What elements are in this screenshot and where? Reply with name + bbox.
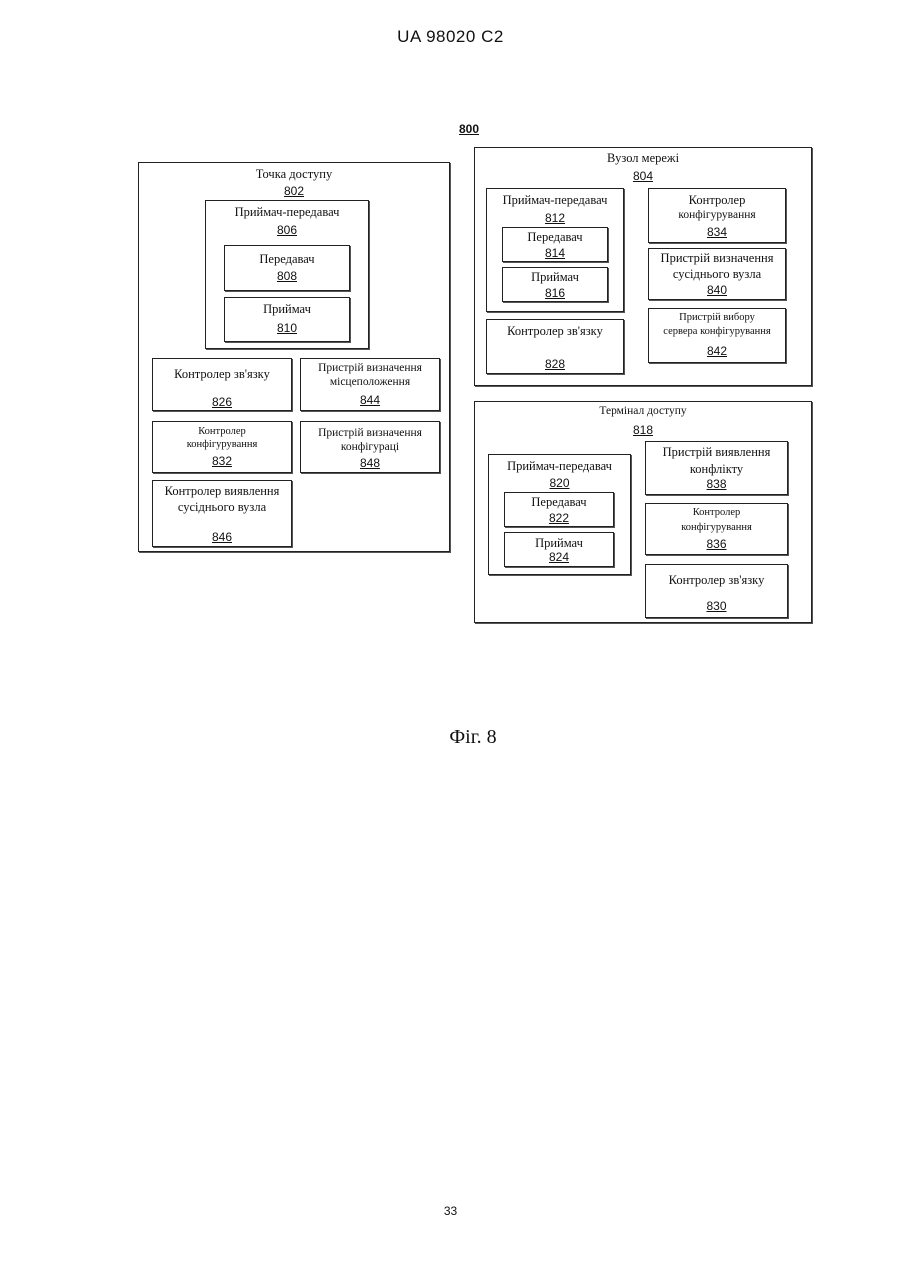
nn-link-controller-title: Контролер зв'язку: [487, 324, 623, 338]
at-receiver-number: 824: [505, 550, 613, 564]
page-number: 33: [0, 1204, 901, 1218]
ap-link-controller-block: Контролер зв'язку 826: [152, 358, 292, 411]
at-link-controller-block: Контролер зв'язку 830: [645, 564, 788, 618]
ap-receiver-number: 810: [225, 321, 349, 335]
at-transceiver-title: Приймач-передавач: [489, 459, 630, 473]
nn-receiver-number: 816: [503, 286, 607, 300]
access-point-number: 802: [139, 184, 449, 198]
nn-server-select-device-title-1: Пристрій вибору: [649, 312, 785, 324]
at-transmitter-number: 822: [505, 511, 613, 525]
ap-link-controller-title: Контролер зв'язку: [153, 367, 291, 381]
ap-config-device-block: Пристрій визначення конфігураці 848: [300, 421, 440, 473]
at-link-controller-title: Контролер зв'язку: [646, 573, 787, 587]
system-reference-number: 800: [459, 122, 479, 136]
nn-transceiver-title: Приймач-передавач: [487, 193, 623, 207]
ap-config-device-number: 848: [301, 456, 439, 470]
at-conflict-device-title-2: конфлікту: [646, 462, 787, 476]
access-point-title: Точка доступу: [139, 167, 449, 181]
ap-config-controller-title-1: Контролер: [153, 426, 291, 438]
nn-server-select-device-block: Пристрій вибору сервера конфігурування 8…: [648, 308, 786, 363]
nn-config-controller-title-2: конфігурування: [649, 209, 785, 222]
ap-transmitter-block: Передавач 808: [224, 245, 350, 291]
ap-config-controller-number: 832: [153, 454, 291, 468]
nn-receiver-title: Приймач: [503, 270, 607, 284]
nn-server-select-device-number: 842: [649, 344, 785, 358]
ap-location-device-title-2: місцеположення: [301, 376, 439, 389]
figure-caption: Фіг. 8: [0, 726, 901, 749]
at-config-controller-title-2: конфігурування: [646, 522, 787, 534]
ap-transmitter-number: 808: [225, 269, 349, 283]
at-config-controller-number: 836: [646, 537, 787, 551]
ap-config-device-title-1: Пристрій визначення: [301, 427, 439, 440]
at-config-controller-block: Контролер конфігурування 836: [645, 503, 788, 555]
network-node-number: 804: [475, 169, 811, 183]
at-conflict-device-block: Пристрій виявлення конфлікту 838: [645, 441, 788, 495]
ap-neighbor-controller-number: 846: [153, 530, 291, 544]
nn-config-controller-block: Контролер конфігурування 834: [648, 188, 786, 243]
ap-location-device-title-1: Пристрій визначення: [301, 362, 439, 375]
ap-receiver-title: Приймач: [225, 302, 349, 316]
ap-transmitter-title: Передавач: [225, 252, 349, 266]
ap-config-controller-title-2: конфігурування: [153, 439, 291, 451]
ap-receiver-block: Приймач 810: [224, 297, 350, 342]
nn-neighbor-device-number: 840: [649, 283, 785, 297]
at-conflict-device-number: 838: [646, 477, 787, 491]
at-link-controller-number: 830: [646, 599, 787, 613]
ap-location-device-block: Пристрій визначення місцеположення 844: [300, 358, 440, 411]
nn-neighbor-device-block: Пристрій визначення сусіднього вузла 840: [648, 248, 786, 300]
nn-receiver-block: Приймач 816: [502, 267, 608, 302]
nn-server-select-device-title-2: сервера конфігурування: [649, 326, 785, 338]
nn-neighbor-device-title-1: Пристрій визначення: [649, 251, 785, 265]
network-node-title: Вузол мережі: [475, 151, 811, 165]
nn-config-controller-number: 834: [649, 225, 785, 239]
at-transmitter-title: Передавач: [505, 495, 613, 509]
at-receiver-title: Приймач: [505, 536, 613, 550]
nn-transmitter-title: Передавач: [503, 230, 607, 244]
ap-link-controller-number: 826: [153, 395, 291, 409]
nn-config-controller-title-1: Контролер: [649, 193, 785, 207]
nn-transmitter-block: Передавач 814: [502, 227, 608, 262]
nn-transmitter-number: 814: [503, 246, 607, 260]
ap-neighbor-controller-title-1: Контролер виявлення: [153, 484, 291, 498]
ap-config-device-title-2: конфігураці: [301, 441, 439, 454]
patent-header: UA 98020 C2: [0, 27, 901, 47]
nn-link-controller-number: 828: [487, 357, 623, 371]
nn-transceiver-number: 812: [487, 211, 623, 225]
at-config-controller-title-1: Контролер: [646, 507, 787, 519]
nn-link-controller-block: Контролер зв'язку 828: [486, 319, 624, 374]
at-conflict-device-title-1: Пристрій виявлення: [646, 445, 787, 459]
ap-neighbor-controller-title-2: сусіднього вузла: [153, 500, 291, 514]
nn-neighbor-device-title-2: сусіднього вузла: [649, 267, 785, 281]
access-terminal-number: 818: [475, 423, 811, 437]
ap-transceiver-title: Приймач-передавач: [206, 205, 368, 219]
at-transmitter-block: Передавач 822: [504, 492, 614, 527]
ap-neighbor-controller-block: Контролер виявлення сусіднього вузла 846: [152, 480, 292, 547]
ap-config-controller-block: Контролер конфігурування 832: [152, 421, 292, 473]
ap-transceiver-number: 806: [206, 223, 368, 237]
at-transceiver-number: 820: [489, 476, 630, 490]
at-receiver-block: Приймач 824: [504, 532, 614, 567]
access-terminal-title: Термінал доступу: [475, 405, 811, 418]
ap-location-device-number: 844: [301, 393, 439, 407]
